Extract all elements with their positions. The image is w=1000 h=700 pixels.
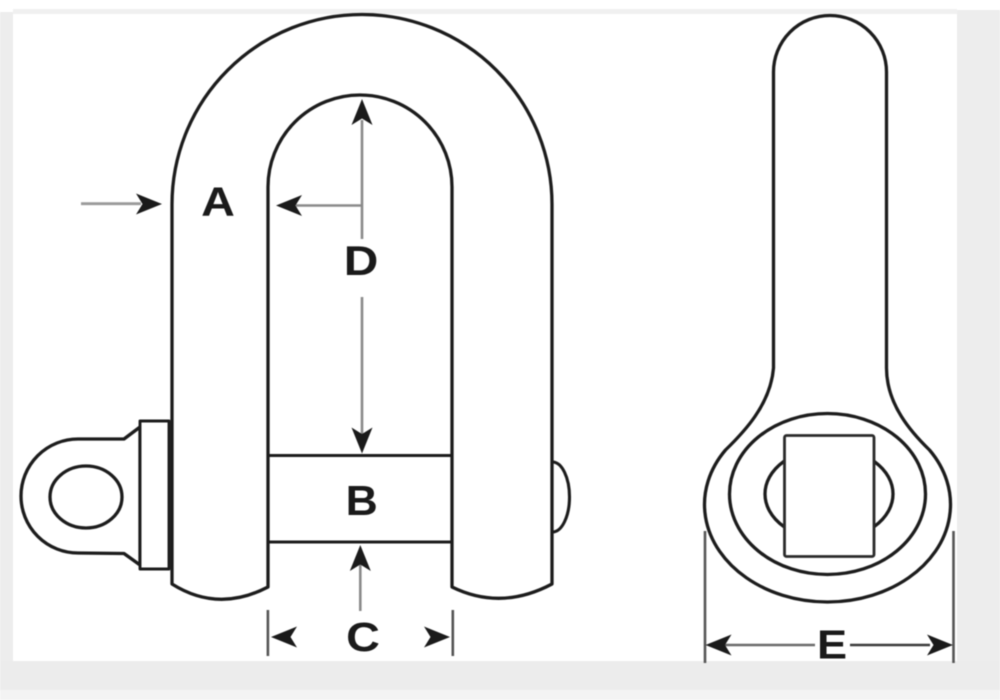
svg-text:B: B (346, 478, 378, 525)
svg-text:E: E (817, 622, 847, 668)
svg-text:C: C (346, 615, 380, 661)
svg-text:A: A (201, 179, 235, 225)
svg-text:D: D (344, 237, 379, 285)
